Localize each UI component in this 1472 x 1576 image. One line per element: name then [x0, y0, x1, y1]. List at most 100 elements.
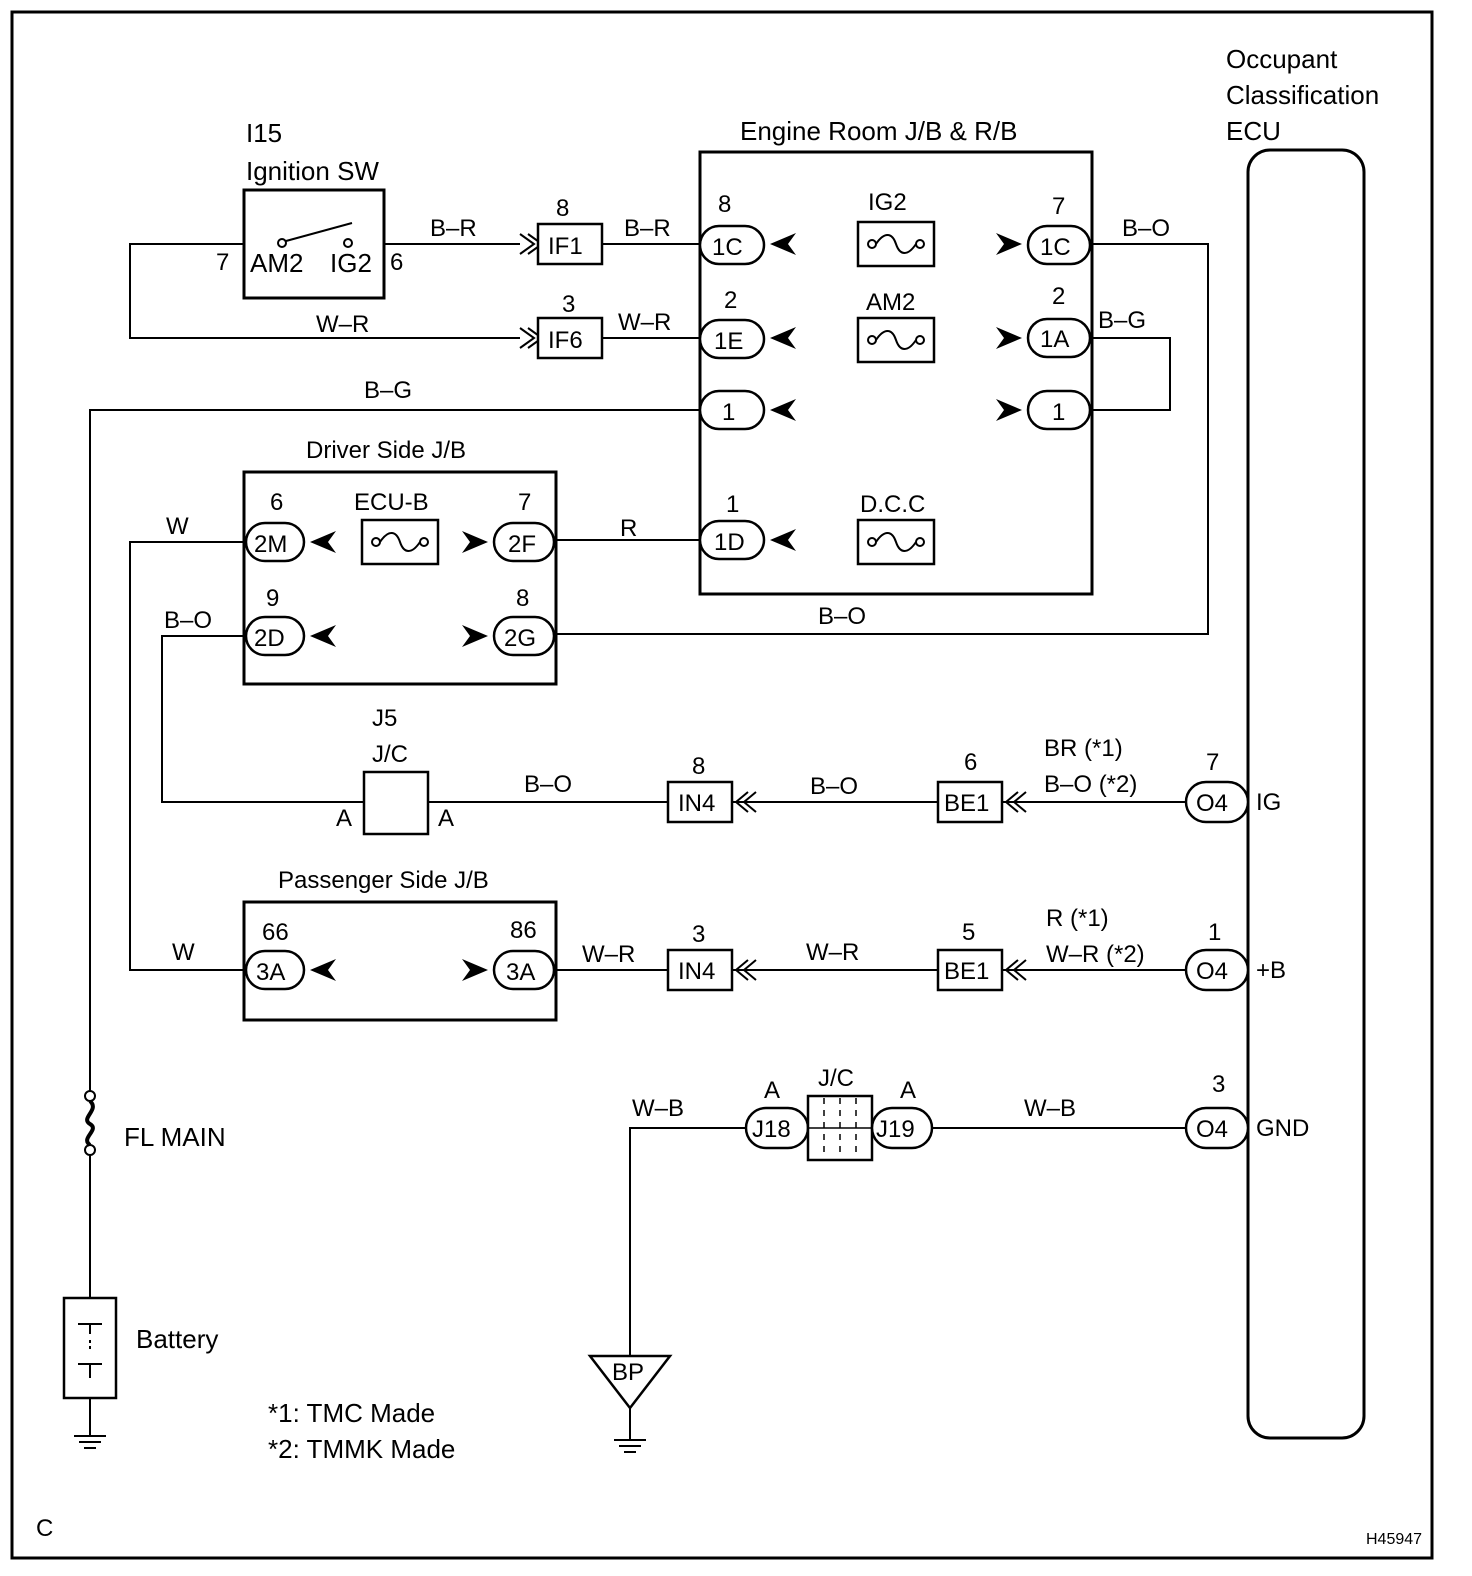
fuse-ig2-label: IG2 [868, 189, 907, 216]
wire-label-bo-2: B–O (*2) [1044, 771, 1137, 798]
connector-be1-bottom: 5 BE1 [936, 919, 1027, 992]
gnd-jc-name: J/C [818, 1065, 854, 1092]
ecu-plus-b-conn: O4 [1196, 958, 1228, 985]
wire-label-r-2f: R [620, 515, 637, 542]
junction-j5: J5 J/C A A [336, 705, 454, 836]
if6-pin: 3 [562, 291, 575, 318]
wire-label-w-r-2: W–R [618, 309, 671, 336]
passenger-conn-right: 86 3A [462, 917, 556, 991]
engine-right-1: 1 [996, 389, 1092, 431]
ecu-ig-label: IG [1256, 789, 1281, 816]
conn-label: 1E [714, 328, 743, 355]
wire-label-b-o-1: B–O [1122, 215, 1170, 242]
outer-frame [10, 10, 1434, 1560]
wire-label-w-r-3a: W–R [582, 941, 635, 968]
ignition-contact-am2: AM2 [250, 248, 303, 278]
wire-label-b-r-1: B–R [430, 215, 477, 242]
pin-number: 2 [724, 287, 737, 314]
conn-label: 1C [712, 234, 743, 261]
fuse-ecu-b-label: ECU-B [354, 489, 429, 516]
pin-number: 8 [718, 191, 731, 218]
pin-number: 8 [516, 585, 529, 612]
conn-label: 1A [1040, 326, 1069, 353]
conn-label: 3A [256, 959, 285, 986]
ecu-title-1: Occupant [1226, 44, 1338, 74]
ecu-gnd-label: GND [1256, 1115, 1309, 1142]
wire-label-b-o-j5: B–O [524, 771, 572, 798]
gnd-jc-a-left: A [764, 1077, 780, 1104]
engine-left-1c: 8 1C [698, 191, 796, 266]
ignition-pin-right: 6 [390, 249, 403, 276]
conn-label: 1 [722, 399, 735, 426]
pin-number: 3 [692, 921, 705, 948]
driver-conn-2g: 8 2G [462, 585, 556, 657]
gnd-jc-j19: J19 [876, 1116, 915, 1143]
wire-label-w-r-in4: W–R [806, 939, 859, 966]
gnd-jc-j18: J18 [752, 1116, 791, 1143]
conn-label: BE1 [944, 790, 989, 817]
conn-label: 1C [1040, 234, 1071, 261]
pin-number: 66 [262, 919, 289, 946]
wire-label-b-r-2: B–R [624, 215, 671, 242]
engine-left-1: 1 [698, 389, 796, 431]
j5-a-right: A [438, 805, 454, 832]
pin-number: 1 [726, 491, 739, 518]
corner-code: C [36, 1515, 53, 1542]
conn-label: 2D [254, 625, 285, 652]
passenger-side-jb: Passenger Side J/B 66 3A 86 3A [242, 867, 558, 1022]
wire-label-b-g-1: B–G [1098, 307, 1146, 334]
connector-if1: 8 IF1 [519, 195, 604, 266]
engine-jb-title: Engine Room J/B & R/B [740, 116, 1017, 146]
passenger-jb-title: Passenger Side J/B [278, 867, 489, 894]
ecu-gnd-conn: O4 [1196, 1116, 1228, 1143]
driver-conn-2m: 6 2M [244, 489, 336, 563]
driver-conn-2f: 7 2F [462, 489, 556, 563]
pin-number: 6 [270, 489, 283, 516]
wire-label-r-1: R (*1) [1046, 905, 1109, 932]
j5-id: J5 [372, 705, 397, 732]
pin-number: 5 [962, 919, 975, 946]
pin-number: 2 [1052, 283, 1065, 310]
conn-label: 2G [504, 625, 536, 652]
fuse-am2-label: AM2 [866, 289, 915, 316]
ecu-gnd-pin: 3 [1212, 1071, 1225, 1098]
engine-right-1c: 7 1C [996, 193, 1092, 266]
connector-be1-top: 6 BE1 [936, 749, 1027, 824]
fuse-dcc-label: D.C.C [860, 491, 925, 518]
if1-pin: 8 [556, 195, 569, 222]
pin-number: 7 [1052, 193, 1065, 220]
occupant-classification-ecu: Occupant Classification ECU 7 O4 IG 1 O4… [1184, 44, 1379, 1440]
ground-junction: J/C A A J18 J19 [744, 1065, 934, 1162]
wire-label-w-r-1: W–R [316, 311, 369, 338]
pin-number: 8 [692, 753, 705, 780]
wire-label-b-o-in4: B–O [810, 773, 858, 800]
if6-label: IF6 [548, 327, 583, 354]
ecu-ig-pin: 7 [1206, 749, 1219, 776]
ecu-plus-b-pin: 1 [1208, 919, 1221, 946]
ignition-switch: I15 Ignition SW AM2 IG2 7 6 [216, 118, 403, 300]
engine-left-1e: 2 1E [698, 287, 796, 360]
j5-name: J/C [372, 741, 408, 768]
note-tmmk: *2: TMMK Made [268, 1434, 455, 1464]
driver-conn-2d: 9 2D [244, 585, 336, 657]
if1-label: IF1 [548, 233, 583, 260]
ignition-pin-left: 7 [216, 249, 229, 276]
note-tmc: *1: TMC Made [268, 1398, 435, 1428]
pin-number: 86 [510, 917, 537, 944]
engine-right-1a: 2 1A [996, 283, 1092, 359]
ignition-name: Ignition SW [246, 156, 379, 186]
wire-label-br-1: BR (*1) [1044, 735, 1123, 762]
pin-number: 9 [266, 585, 279, 612]
conn-label: 2M [254, 531, 287, 558]
j5-a-left: A [336, 805, 352, 832]
conn-label: BE1 [944, 958, 989, 985]
wire-label-w-2m: W [166, 513, 189, 540]
ecu-title-2: Classification [1226, 80, 1379, 110]
battery: Battery [62, 1296, 218, 1449]
gnd-jc-a-right: A [900, 1077, 916, 1104]
wire-label-w-3a: W [172, 939, 195, 966]
fl-main-fusible-link: FL MAIN [84, 1090, 226, 1156]
engine-left-1d: 1 1D [698, 491, 796, 561]
ignition-contact-ig2: IG2 [330, 248, 372, 278]
